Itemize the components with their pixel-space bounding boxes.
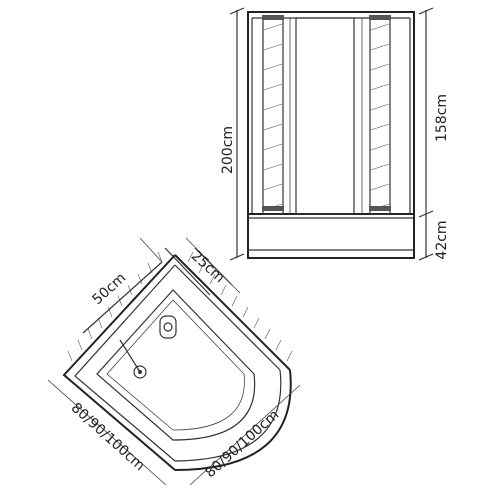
offset-dimension [164, 237, 241, 296]
total-height-label: 200cm [220, 126, 236, 174]
offset-label: 25cm [188, 248, 228, 286]
upper-height-label: 158cm [434, 94, 450, 142]
cabin-front-outline [247, 11, 415, 259]
depth-label: 50cm [89, 270, 129, 308]
side-dimensions [47, 379, 301, 486]
drain-icon [133, 365, 147, 379]
depth-dimension [82, 237, 163, 373]
total-height-dimension [229, 7, 245, 261]
top-view: 50cm 25cm 80/90/100cm 80/90/100cm [47, 237, 301, 486]
base-height-label: 42cm [434, 220, 450, 259]
right-height-dimensions [418, 7, 434, 261]
door-panels [262, 15, 391, 215]
drain-fitting [159, 315, 177, 339]
side-right-label: 80/90/100cm [202, 407, 282, 481]
tray-outline [62, 254, 292, 471]
front-view: 200cm [220, 7, 450, 261]
